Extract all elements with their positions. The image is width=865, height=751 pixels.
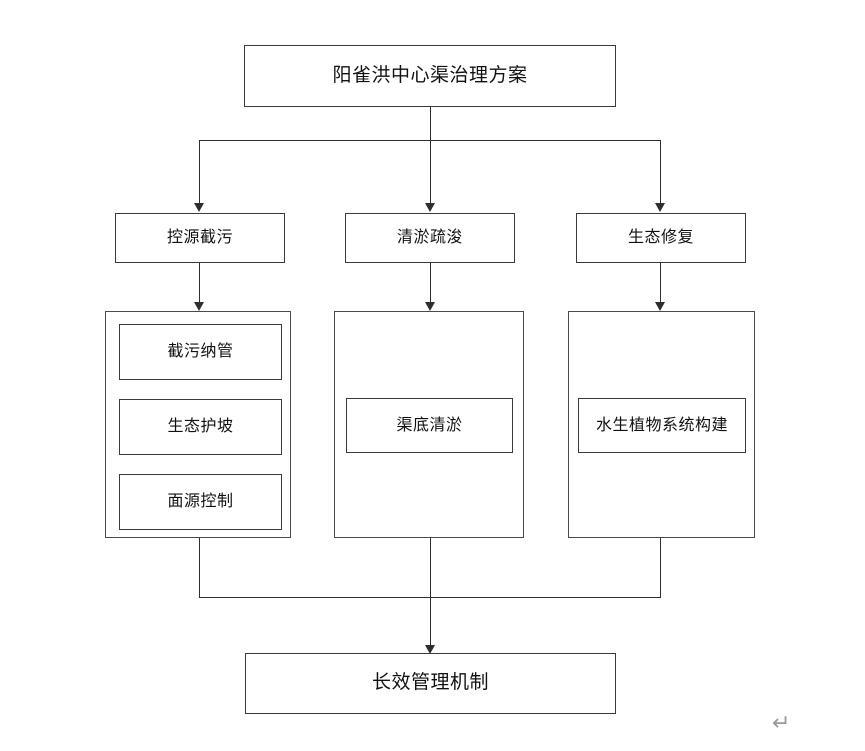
leaf-node-label-1-0: 渠底清淤 [396,416,463,434]
connector-root-stem [429,107,431,140]
footer-node-长效管理机制[interactable]: 长效管理机制 [245,653,616,714]
group-container-清淤疏浚: 渠底清淤 [334,311,524,538]
connector-group0-drop [199,538,201,598]
leaf-node-截污纳管[interactable]: 截污纳管 [119,324,282,380]
paragraph-return-icon: ↵ [772,710,791,735]
connector-group2-drop [660,538,662,598]
leaf-node-label-0-0: 截污纳管 [167,343,234,361]
root-node-label: 阳雀洪中心渠治理方案 [332,64,528,86]
arrowhead-to-footer [424,645,435,654]
leaf-node-生态护坡[interactable]: 生态护坡 [119,399,282,455]
branch-node-label-1: 清淤疏浚 [396,229,463,247]
leaf-node-渠底清淤[interactable]: 渠底清淤 [346,398,513,453]
group-container-控源截污: 截污纳管 生态护坡 面源控制 [105,311,291,538]
leaf-node-label-2-0: 水生植物系统构建 [595,416,728,434]
leaf-node-label-0-1: 生态护坡 [167,418,234,436]
branch-node-控源截污[interactable]: 控源截污 [115,213,285,263]
connector-bus-drop-left [199,140,201,204]
connector-group1-drop [429,538,431,598]
arrowhead-to-group-left [194,302,204,311]
branch-node-label-2: 生态修复 [627,229,694,247]
arrowhead-to-group-center [424,302,435,311]
connector-branch1-to-group [429,263,431,303]
leaf-node-水生植物系统构建[interactable]: 水生植物系统构建 [578,398,746,453]
leaf-node-label-0-2: 面源控制 [167,493,234,511]
arrowhead-to-branch-left [194,203,204,212]
arrowhead-to-group-right [655,302,665,311]
arrowhead-to-branch-right [655,203,665,212]
connector-bus-drop-right [660,140,662,204]
branch-node-生态修复[interactable]: 生态修复 [576,213,746,263]
branch-node-label-0: 控源截污 [166,229,233,247]
arrowhead-to-branch-center [424,203,435,212]
root-node-治理方案[interactable]: 阳雀洪中心渠治理方案 [244,45,616,107]
leaf-node-面源控制[interactable]: 面源控制 [119,474,282,530]
connector-footer-stem [429,597,431,649]
connector-bus-drop-center [429,140,431,204]
footer-node-label: 长效管理机制 [371,672,489,694]
connector-branch2-to-group [660,263,662,303]
branch-node-清淤疏浚[interactable]: 清淤疏浚 [345,213,515,263]
connector-branch0-to-group [199,263,201,303]
group-container-生态修复: 水生植物系统构建 [568,311,755,538]
